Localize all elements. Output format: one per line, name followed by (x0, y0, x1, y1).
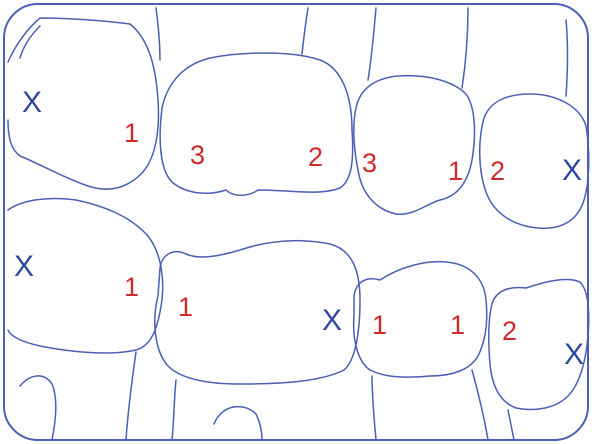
upper-tooth-3-root (368, 8, 376, 80)
upper-row-teeth (8, 8, 589, 228)
lower-label-6: 1 (450, 310, 465, 340)
upper-tooth-3 (354, 76, 475, 215)
upper-label-8: X (562, 154, 582, 187)
lower-tooth-2-root-b (214, 407, 262, 440)
upper-label-4: 2 (308, 142, 323, 172)
lower-tooth-2-root (172, 380, 176, 440)
lower-tooth-1-root-b (20, 376, 56, 440)
upper-label-2: 1 (124, 118, 139, 148)
lower-label-3: 1 (178, 292, 193, 322)
diagram-frame (4, 4, 588, 440)
lower-tooth-1-root (126, 352, 136, 440)
upper-tooth-4-root (566, 20, 568, 96)
lower-label-8: X (564, 338, 584, 371)
lower-tooth-3-root (372, 376, 376, 440)
upper-tooth-2 (160, 53, 353, 195)
lower-label-7: 2 (502, 316, 517, 346)
upper-tooth-1-root (20, 26, 40, 58)
upper-label-1: X (22, 86, 42, 119)
upper-label-6: 1 (448, 156, 463, 186)
upper-label-5: 3 (362, 148, 377, 178)
lower-label-2: 1 (124, 272, 139, 302)
lower-tooth-3-root-b (472, 370, 488, 440)
lower-label-1: X (14, 250, 34, 283)
upper-label-3: 3 (190, 140, 205, 170)
lower-label-5: 1 (372, 310, 387, 340)
lower-tooth-4-root (508, 410, 514, 440)
upper-tooth-3-root-b (462, 8, 468, 88)
upper-tooth-2-root (156, 8, 160, 60)
upper-tooth-2-root-b (302, 8, 308, 54)
upper-label-7: 2 (490, 156, 505, 186)
lower-label-4: X (322, 304, 342, 337)
